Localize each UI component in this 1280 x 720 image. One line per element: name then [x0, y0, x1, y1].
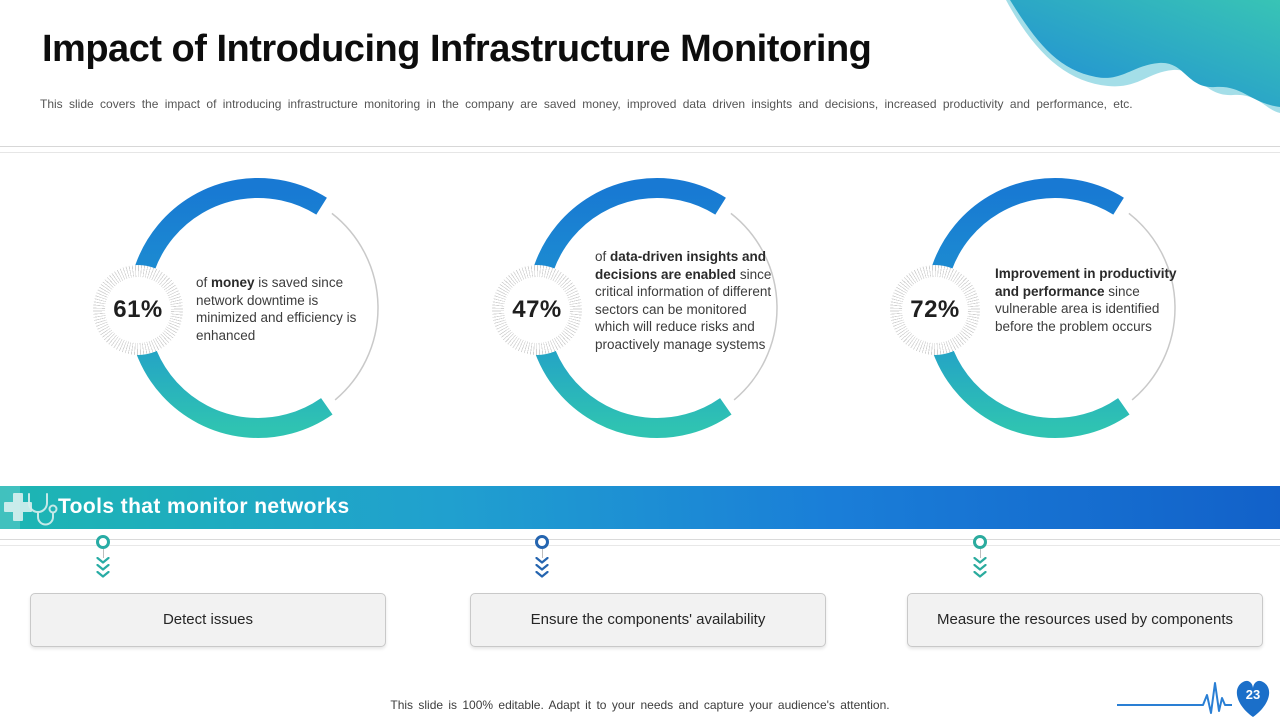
connector-node-icon: [535, 535, 549, 549]
percentage-badge: 47%: [492, 265, 582, 355]
stat-productivity: 72% Improvement in productivity and perf…: [890, 173, 1190, 443]
connector-stem: [979, 549, 981, 558]
connector-stem: [541, 549, 543, 558]
stat-description: Improvement in productivity and performa…: [995, 266, 1177, 334]
chevron-down-icon: [973, 571, 987, 578]
stat-description: of data-driven insights and decisions ar…: [595, 249, 772, 352]
chevron-down-icon: [973, 564, 987, 571]
chevron-down-icon: [973, 557, 987, 564]
connector-node-icon: [96, 535, 110, 549]
tool-box-availability: Ensure the components' availability: [470, 593, 826, 647]
footer-note: This slide is 100% editable. Adapt it to…: [390, 698, 890, 712]
rail-line: [0, 539, 1280, 540]
chevron-down-icon: [535, 564, 549, 571]
connector-2: [535, 535, 549, 579]
header-divider-line-2: [0, 152, 1280, 153]
chevron-down-icon: [96, 557, 110, 564]
chevron-down-icon: [535, 557, 549, 564]
page-title: Impact of Introducing Infrastructure Mon…: [42, 28, 872, 70]
page-number: 23: [1246, 687, 1260, 702]
stethoscope-icon: [28, 493, 58, 526]
chevron-down-icon: [96, 564, 110, 571]
tool-box-detect-issues: Detect issues: [30, 593, 386, 647]
corner-wave-decoration: [1006, 0, 1280, 113]
tool-box-resources: Measure the resources used by components: [907, 593, 1263, 647]
chevron-down-icon: [535, 571, 549, 578]
chevron-down-icon: [96, 571, 110, 578]
medical-cross-icon: [4, 493, 32, 521]
connector-1: [96, 535, 110, 579]
stat-money-saved: 61% of money is saved since network down…: [93, 173, 393, 443]
heartbeat-line-icon: [1117, 682, 1232, 714]
connector-stem: [102, 549, 104, 558]
stat-description: of money is saved since network downtime…: [196, 275, 357, 343]
section-title: Tools that monitor networks: [58, 495, 350, 518]
stat-data-insights: 47% of data-driven insights and decision…: [492, 173, 792, 443]
percentage-value: 61%: [105, 277, 171, 343]
page-subtitle: This slide covers the impact of introduc…: [40, 97, 1133, 111]
connector-3: [973, 535, 987, 579]
section-banner: Tools that monitor networks: [0, 486, 1280, 529]
heart-icon: [1236, 680, 1270, 717]
heartbeat-page-number: 23: [1117, 680, 1270, 717]
percentage-value: 47%: [504, 277, 570, 343]
connector-node-icon: [973, 535, 987, 549]
percentage-badge: 61%: [93, 265, 183, 355]
rail-line-2: [0, 545, 1280, 546]
percentage-value: 72%: [902, 277, 968, 343]
percentage-badge: 72%: [890, 265, 980, 355]
header-divider-line: [0, 146, 1280, 147]
